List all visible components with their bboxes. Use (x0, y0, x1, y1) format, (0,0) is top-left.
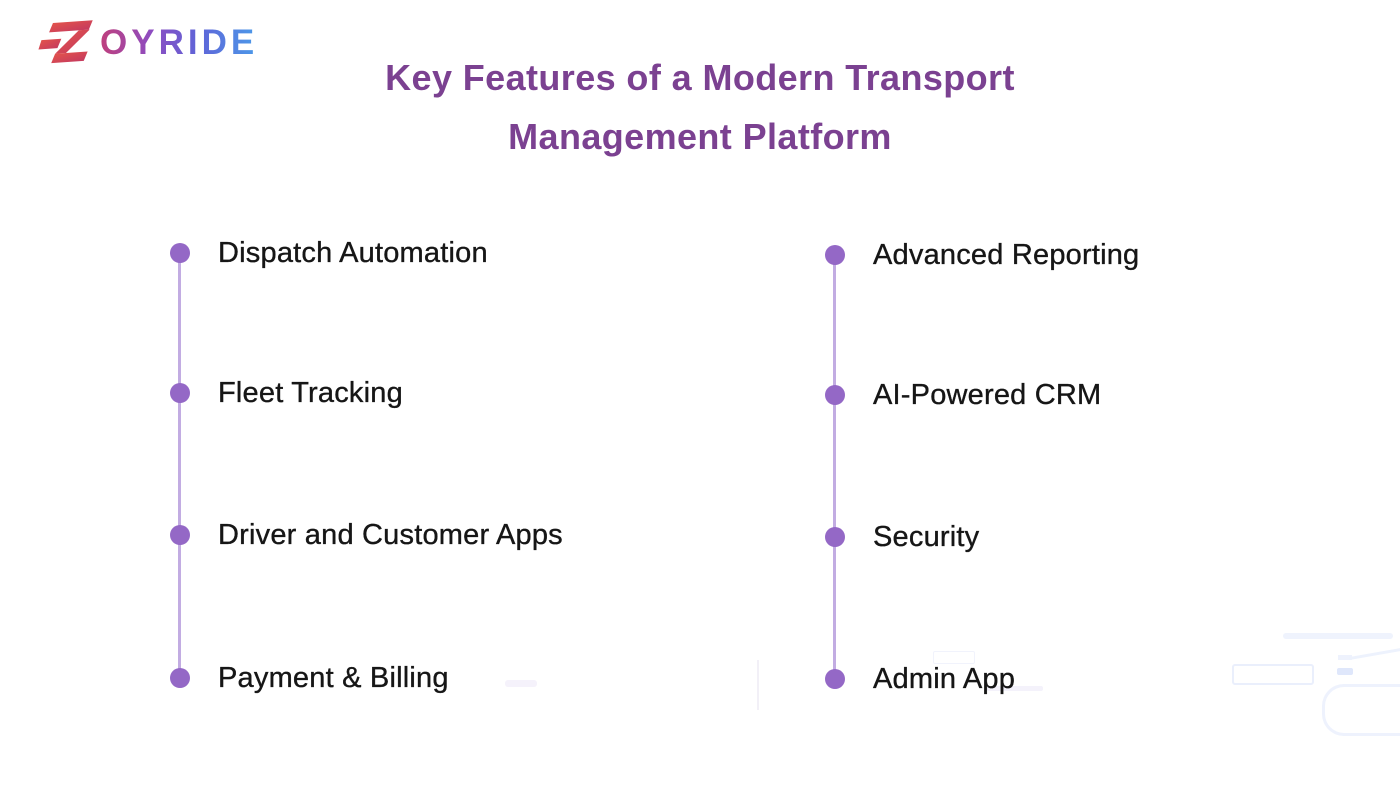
background-decoration (933, 651, 975, 664)
background-decoration (1348, 646, 1400, 661)
bullet-dot-icon (825, 245, 845, 265)
feature-label: Driver and Customer Apps (218, 518, 563, 551)
background-decoration (1283, 633, 1393, 639)
title-line-2: Management Platform (508, 116, 892, 157)
bullet-dot-icon (170, 243, 190, 263)
background-decoration (1337, 668, 1353, 675)
feature-item-security: Security (825, 515, 979, 559)
background-decoration (1232, 664, 1314, 685)
feature-item-dispatch-automation: Dispatch Automation (170, 231, 488, 275)
background-decoration (757, 660, 759, 710)
vehicle-outline-decoration (1322, 684, 1400, 736)
bullet-dot-icon (825, 669, 845, 689)
feature-label: Advanced Reporting (873, 238, 1140, 271)
bullet-dot-icon (170, 668, 190, 688)
feature-item-ai-powered-crm: AI-Powered CRM (825, 373, 1101, 417)
feature-label: Fleet Tracking (218, 376, 403, 409)
double-z-logo-icon (38, 20, 93, 64)
feature-item-fleet-tracking: Fleet Tracking (170, 371, 403, 415)
zoyride-logo: OYRIDE (38, 16, 258, 68)
feature-item-advanced-reporting: Advanced Reporting (825, 233, 1139, 277)
title-line-1: Key Features of a Modern Transport (385, 57, 1015, 98)
timeline-line-left (178, 253, 181, 678)
feature-label: Dispatch Automation (218, 236, 488, 269)
timeline-line-right (833, 255, 836, 679)
background-decoration (505, 680, 537, 687)
background-decoration (1338, 655, 1352, 660)
page-title: Key Features of a Modern Transport Manag… (0, 48, 1400, 166)
background-decoration (987, 686, 1043, 691)
bullet-dot-icon (170, 525, 190, 545)
feature-item-driver-customer-apps: Driver and Customer Apps (170, 513, 563, 557)
feature-item-payment-billing: Payment & Billing (170, 656, 449, 700)
bullet-dot-icon (170, 383, 190, 403)
feature-label: Payment & Billing (218, 661, 449, 694)
feature-label: Security (873, 520, 980, 553)
logo-wordmark: OYRIDE (100, 22, 259, 62)
bullet-dot-icon (825, 385, 845, 405)
bullet-dot-icon (825, 527, 845, 547)
feature-label: Admin App (873, 662, 1016, 695)
feature-label: AI-Powered CRM (873, 378, 1102, 411)
feature-item-admin-app: Admin App (825, 657, 1015, 701)
